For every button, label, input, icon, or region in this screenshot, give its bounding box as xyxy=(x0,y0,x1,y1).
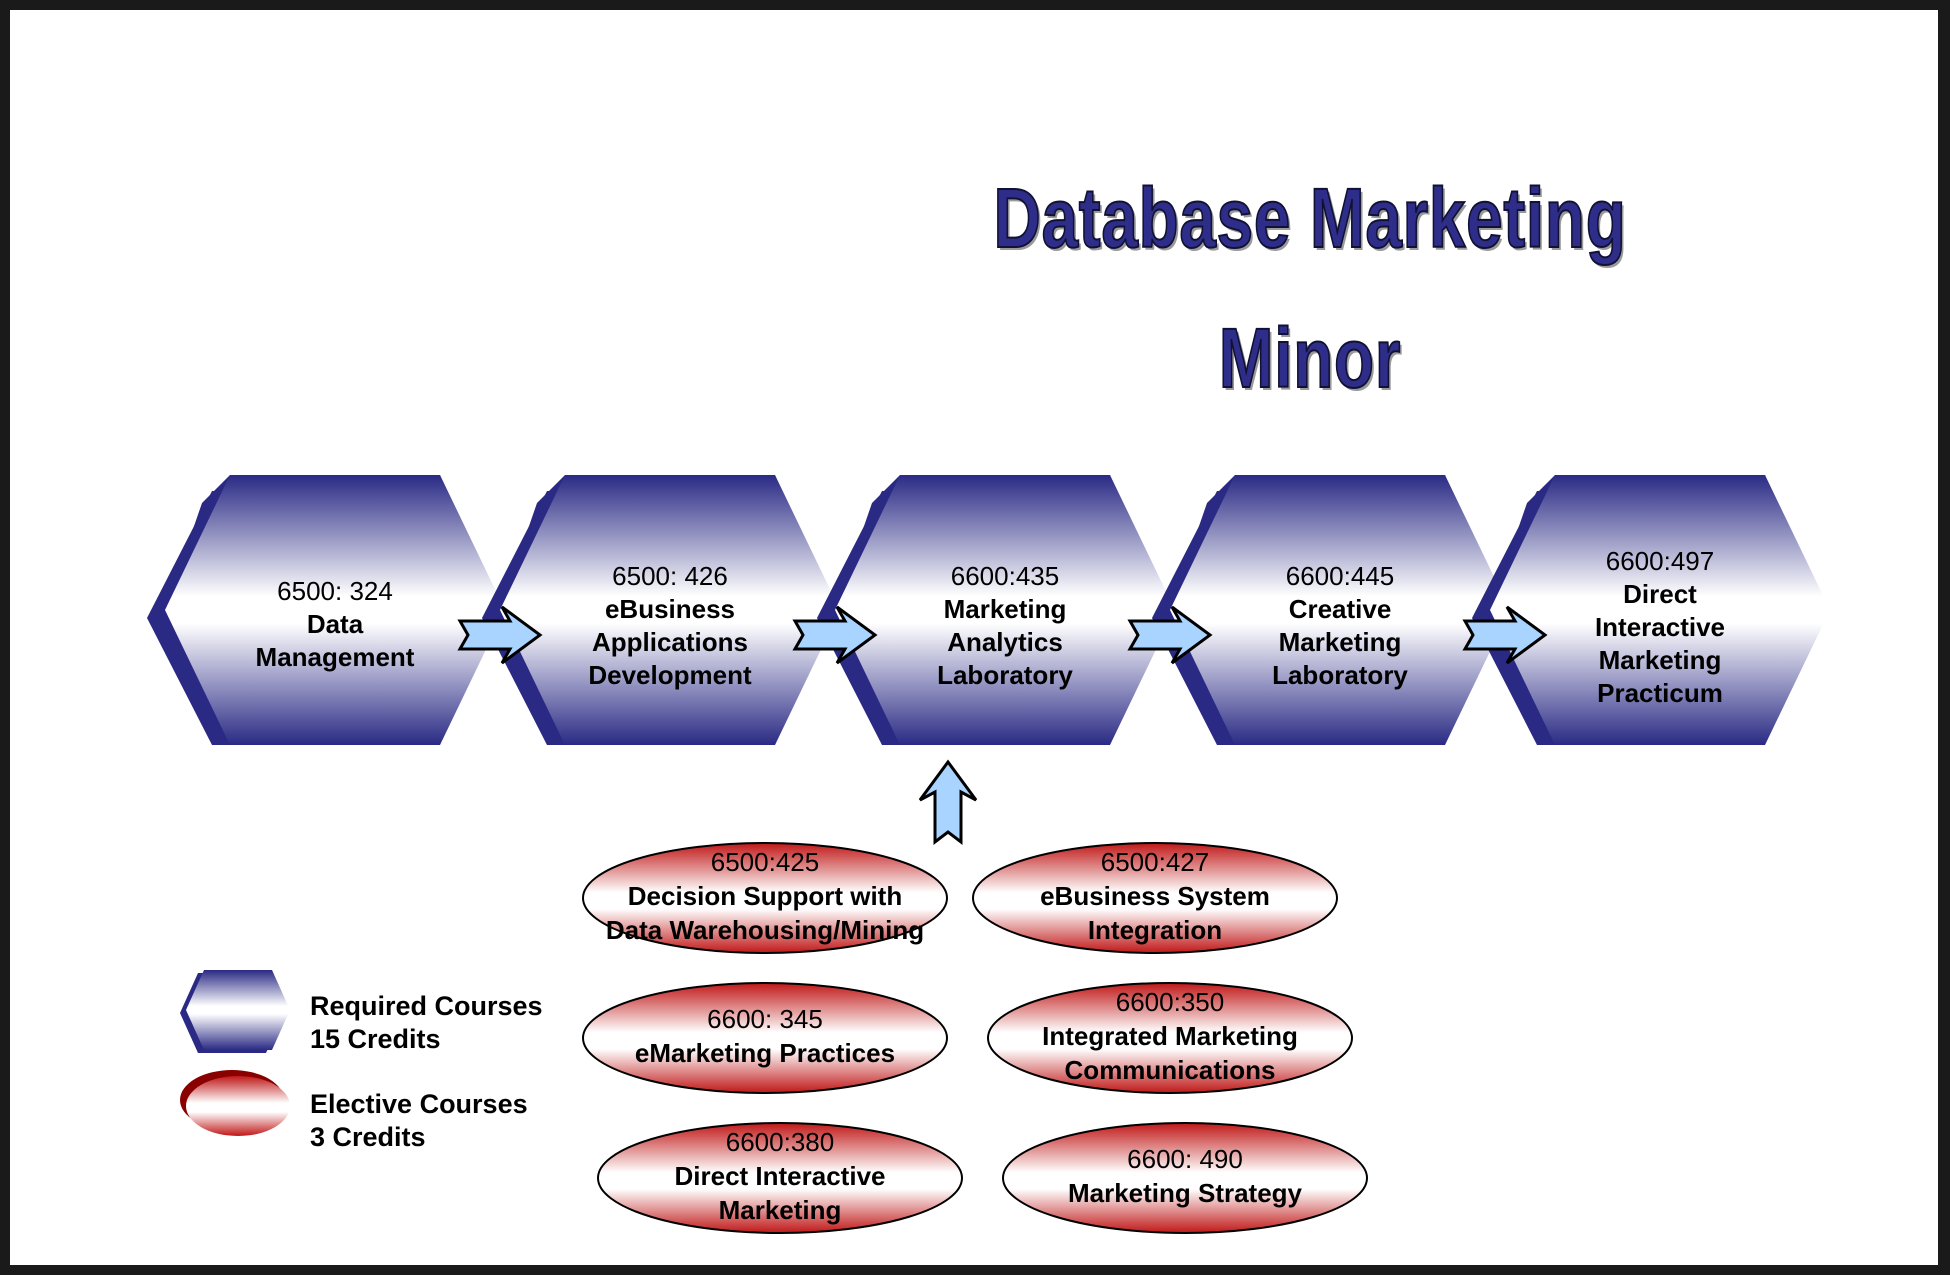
elective-course-label-3: 6600: 345 eMarketing Practices xyxy=(575,1002,955,1070)
elective-course-name-line: Direct Interactive xyxy=(674,1161,886,1191)
legend-required-label: Required Courses 15 Credits xyxy=(310,990,543,1056)
title-line-1: Database Marketing xyxy=(993,170,1627,266)
required-course-name-line: Creative xyxy=(1288,594,1392,624)
required-course-code: 6600:497 xyxy=(1605,546,1715,576)
elective-course-ellipse-4 xyxy=(987,982,1353,1094)
elective-course-code: 6600: 490 xyxy=(1127,1144,1243,1174)
required-course-code: 6600:445 xyxy=(1285,561,1395,591)
required-course-code: 6500: 324 xyxy=(277,576,393,606)
required-course-name-line: Interactive xyxy=(1594,612,1726,642)
elective-course-ellipse-1 xyxy=(582,842,948,954)
elective-course-name-line: eMarketing Practices xyxy=(634,1038,896,1068)
required-course-name-line: Laboratory xyxy=(937,660,1073,690)
legend-elective-line1: Elective Courses xyxy=(310,1089,528,1119)
required-course-name-line: Marketing xyxy=(1598,645,1722,675)
legend-elective-line2: 3 Credits xyxy=(310,1122,426,1152)
required-course-hexagon-1 xyxy=(147,475,505,745)
required-course-hexagon-5 xyxy=(1472,475,1830,745)
elective-course-name-line: Data Warehousing/Mining xyxy=(605,915,925,945)
flow-arrow-4 xyxy=(1462,605,1548,665)
title-line-2: Minor xyxy=(1218,310,1402,406)
required-course-name-line: Practicum xyxy=(1597,678,1723,708)
required-course-hexagon-2 xyxy=(482,475,840,745)
elective-course-name-line: Marketing xyxy=(718,1195,842,1225)
required-course-name-line: Laboratory xyxy=(1272,660,1408,690)
required-course-name-line: Direct xyxy=(1623,579,1697,609)
elective-course-name-line: Integrated Marketing xyxy=(1042,1021,1298,1051)
elective-course-name-line: eBusiness System xyxy=(1040,881,1270,911)
required-course-name-line: eBusiness xyxy=(604,594,736,624)
required-course-name-line: Applications xyxy=(591,627,748,657)
required-course-code: 6500: 426 xyxy=(612,561,728,591)
elective-course-code: 6600:350 xyxy=(1115,987,1225,1017)
elective-course-ellipse-5 xyxy=(597,1122,963,1234)
legend-required-hexagon-icon xyxy=(180,970,290,1053)
legend-elective-ellipse-icon xyxy=(180,1070,290,1136)
flow-arrow-3 xyxy=(1127,605,1213,665)
elective-course-ellipse-2 xyxy=(972,842,1338,954)
flow-arrow-2 xyxy=(792,605,878,665)
elective-course-name-line: Communications xyxy=(1064,1055,1276,1085)
elective-up-arrow xyxy=(918,759,978,846)
required-course-name-line: Management xyxy=(255,642,415,672)
required-course-name-line: Analytics xyxy=(947,627,1063,657)
required-course-name-line: Development xyxy=(588,660,752,690)
required-course-name-line: Marketing xyxy=(1278,627,1402,657)
required-course-name-line: Marketing xyxy=(943,594,1067,624)
required-course-hexagon-3 xyxy=(817,475,1175,745)
elective-course-code: 6500:427 xyxy=(1100,847,1210,877)
elective-course-code: 6600: 345 xyxy=(707,1004,823,1034)
elective-course-code: 6600:380 xyxy=(725,1127,835,1157)
elective-course-name-line: Decision Support with xyxy=(627,881,903,911)
flow-arrow-1 xyxy=(457,605,543,665)
elective-course-code: 6500:425 xyxy=(710,847,820,877)
elective-course-ellipse-3 xyxy=(582,982,948,1094)
legend-required-line2: 15 Credits xyxy=(310,1024,441,1054)
required-course-code: 6600:435 xyxy=(950,561,1060,591)
elective-course-ellipse-6 xyxy=(1002,1122,1368,1234)
required-course-name-line: Data xyxy=(306,609,364,639)
legend-elective-label: Elective Courses 3 Credits xyxy=(310,1088,528,1154)
required-course-hexagon-4 xyxy=(1152,475,1510,745)
elective-course-name-line: Marketing Strategy xyxy=(1067,1178,1303,1208)
elective-course-name-line: Integration xyxy=(1087,915,1223,945)
legend-required-line1: Required Courses xyxy=(310,991,543,1021)
